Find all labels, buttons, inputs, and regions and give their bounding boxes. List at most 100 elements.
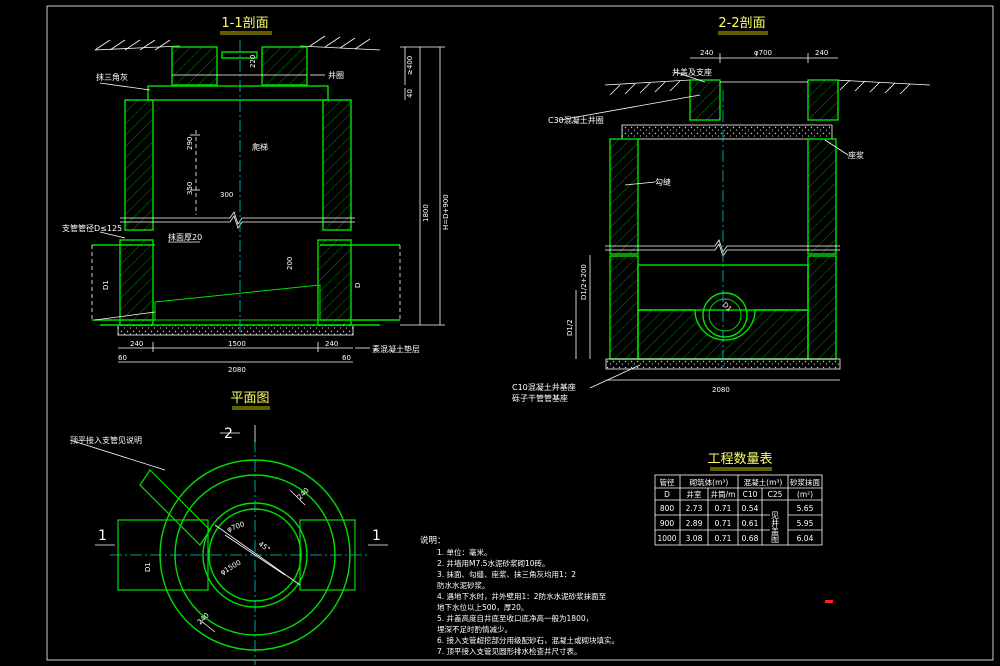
notes-title: 说明： [420, 535, 446, 546]
th-pipe: 管径 [660, 477, 675, 487]
dim-240-a: 240 [130, 340, 143, 348]
th-concrete: 混凝土(m³) [744, 477, 783, 487]
cell-c10: 0.61 [742, 519, 759, 528]
th-masonry-room: 井室 [687, 489, 702, 499]
label-pipe-top: 支管管径D≤125 [62, 223, 122, 233]
note-line: 埋深不足时酌情减少。 [437, 624, 512, 634]
cell-d: 1000 [657, 534, 676, 543]
dim2-d1-half: D1/2 [566, 319, 574, 336]
plan-dim-1500: φ1500 [219, 559, 242, 577]
quantity-table [654, 474, 823, 546]
label-plaster: 抹面厚20 [168, 232, 202, 242]
table-row: 1000 3.08 0.71 0.68 6.04 [657, 534, 813, 543]
dim-220: 220 [249, 55, 257, 68]
table-text: 管径 D 砌筑体(m³) 井室 井筒/m 混凝土(m³) C10 C25 砂浆抹… [657, 477, 820, 544]
section-2-title: 2-2剖面 [718, 16, 765, 31]
dim-h: H=D+900 [442, 194, 450, 230]
dim2-240-a: 240 [700, 49, 713, 57]
label-seat: 座浆 [848, 150, 864, 160]
note-line: 地下水位以上500，厚20。 [437, 602, 528, 612]
drawing-frame [46, 5, 994, 661]
cell-shaft: 0.71 [715, 519, 732, 528]
dim-d: D [354, 283, 362, 288]
dim-240-b: 240 [325, 340, 338, 348]
cell-shaft: 0.71 [715, 534, 732, 543]
note-line: 6. 接入支管超挖部分用级配砂石，混凝土或砌块填实。 [437, 635, 619, 645]
plan-dim-45: 45° [257, 540, 272, 554]
cell-plaster: 6.04 [797, 534, 814, 543]
dim-60-a: 60 [118, 354, 127, 362]
th-plaster-sub: (m²) [797, 490, 813, 499]
plan-dim-d1: D1 [144, 562, 152, 572]
notes: 说明： 1. 单位：毫米。 2. 井墙用M7.5水泥砂浆砌10砖。 3. 抹面、… [420, 535, 619, 656]
cell-c10: 0.68 [742, 534, 759, 543]
section-2-drawing [559, 53, 931, 389]
note-line: 4. 遇地下水时，井外壁用1：2防水水泥砂浆抹面至 [437, 591, 607, 601]
plan-labels: 顶平接入支管见说明 1 1 2 φ700 φ1500 240 240 D1 45… [70, 426, 381, 626]
dim-400: ≥400 [406, 56, 414, 75]
th-concrete-c25: C25 [768, 490, 783, 499]
cell-d: 900 [660, 519, 675, 528]
th-masonry: 砌筑体(m³) [690, 477, 729, 487]
cursor-marker [825, 600, 833, 603]
table-row: 900 2.89 0.71 0.61 5.95 [660, 519, 814, 528]
plan-dim-700: φ700 [226, 520, 246, 534]
section-1-drawing [91, 35, 445, 363]
label-step: 爬梯 [252, 142, 268, 152]
label-base: 素混凝土垫层 [372, 344, 420, 354]
cell-plaster: 5.65 [797, 504, 814, 513]
dim2-2080: 2080 [712, 386, 730, 394]
dim2-d1-half-200: D1/2+200 [580, 264, 588, 300]
label-cover: 井圈 [328, 70, 344, 80]
cell-room: 2.89 [686, 519, 703, 528]
label-support: 井盖及支座 [672, 67, 712, 77]
dim-300: 300 [220, 191, 233, 199]
label-c10-2: 砾子干管管基座 [512, 393, 568, 403]
cell-shaft: 0.71 [715, 504, 732, 513]
plan-dim-240-a: 240 [296, 486, 311, 501]
section-mark-1-right: 1 [372, 528, 381, 544]
dim2-240-b: 240 [815, 49, 828, 57]
section-mark-1-left: 1 [98, 528, 107, 544]
dim-290: 290 [186, 137, 194, 150]
dim-1500: 1500 [228, 340, 246, 348]
section-mark-2: 2 [224, 426, 233, 442]
plan-note: 顶平接入支管见说明 [70, 435, 142, 445]
dim-200: 200 [286, 257, 294, 270]
cell-room: 2.73 [686, 504, 703, 513]
plan-title: 平面图 [230, 391, 269, 406]
cell-plaster: 5.95 [797, 519, 814, 528]
plan-drawing [69, 425, 388, 665]
dim-d1: D1 [102, 280, 110, 290]
label-c30: C30混凝土井圈 [548, 115, 604, 125]
note-line: 防水水泥砂浆。 [437, 580, 490, 590]
note-line: 1. 单位：毫米。 [437, 547, 492, 557]
cell-room: 3.08 [686, 534, 703, 543]
note-line: 5. 井盖高度自井底至收口底净高一般为1800， [437, 613, 593, 623]
plan-dim-240-b: 240 [196, 611, 211, 626]
c25-note: 见井盖图 [771, 511, 780, 544]
table-row: 800 2.73 0.71 0.54 5.65 [660, 504, 814, 513]
dim2-d1: D1 [721, 301, 734, 314]
section-1-title: 1-1剖面 [221, 16, 268, 31]
label-joint: 勾缝 [655, 177, 671, 187]
dim-1800: 1800 [422, 204, 430, 222]
dim-2080: 2080 [228, 366, 246, 374]
dim2-700: φ700 [754, 49, 772, 57]
dim-350: 350 [186, 182, 194, 195]
section-1-labels: 抹三角灰 井圈 爬梯 支管管径D≤125 抹面厚20 素混凝土垫层 220 ≥4… [62, 55, 450, 374]
note-line: 2. 井墙用M7.5水泥砂浆砌10砖。 [437, 558, 549, 568]
note-line: 3. 抹面、勾缝、座浆、抹三角灰均用1：2 [437, 569, 576, 579]
th-pipe-sub: D [664, 490, 670, 499]
th-plaster: 砂浆抹面 [790, 477, 820, 487]
note-line: 7. 顶平接入支管见圆形排水检查井尺寸表。 [437, 646, 582, 656]
cell-c10: 0.54 [742, 504, 759, 513]
dim-60-b: 60 [342, 354, 351, 362]
th-masonry-shaft: 井筒/m [711, 489, 736, 499]
table-title: 工程数量表 [707, 452, 772, 467]
label-c10-1: C10混凝土井基座 [512, 382, 576, 392]
label-corner: 抹三角灰 [96, 72, 128, 82]
dim-40: 40 [406, 89, 414, 98]
cell-d: 800 [660, 504, 675, 513]
